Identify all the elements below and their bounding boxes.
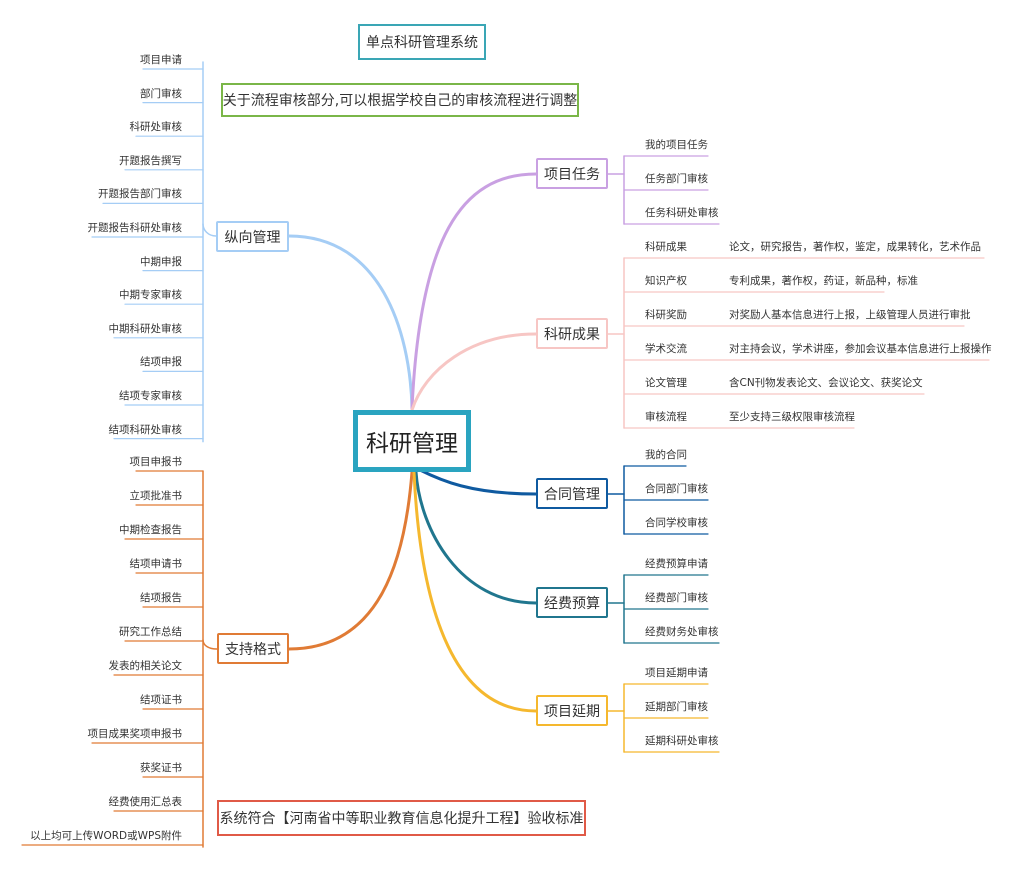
leaf-renwu-1: 任务部门审核 [645,173,708,185]
leaf-zhichi-3: 结项申请书 [129,558,183,570]
leaf-zongxiang-10: 结项专家审核 [119,390,182,402]
leaf-zongxiang-11: 结项科研处审核 [108,423,183,436]
leaf-chengguo-0: 科研成果 [645,241,687,253]
leaf-desc-chengguo-1: 专利成果，著作权，药证，新品种，标准 [729,275,918,287]
process-note: 关于流程审核部分,可以根据学校自己的审核流程进行调整 [221,83,579,117]
leaf-jingfei-1: 经费部门审核 [645,592,708,604]
leaf-zongxiang-1: 部门审核 [140,87,182,100]
leaf-yanqi-0: 项目延期申请 [645,667,708,679]
branch-hetong: 合同管理 [536,478,608,509]
leaf-renwu-0: 我的项目任务 [645,139,708,151]
branch-line-zhichi [287,470,414,651]
leaf-zhichi-1: 立项批准书 [129,490,183,502]
leaf-yanqi-2: 延期科研处审核 [645,735,719,747]
leaf-chengguo-1: 知识产权 [645,275,687,287]
branch-line-jingfei [414,470,538,605]
leaf-zongxiang-5: 开题报告科研处审核 [87,222,183,234]
leaf-zhichi-9: 获奖证书 [140,762,182,774]
branch-line-renwu [410,172,538,410]
leaf-desc-chengguo-3: 对主持会议，学术讲座，参加会议基本信息进行上报操作 [729,343,992,355]
leaf-zongxiang-4: 开题报告部门审核 [98,188,182,201]
branch-zongxiang: 纵向管理 [216,221,289,252]
leaf-zhichi-8: 项目成果奖项申报书 [87,728,183,740]
leaf-jingfei-2: 经费财务处审核 [645,626,719,638]
leaf-zhichi-5: 研究工作总结 [119,626,182,638]
branch-zhichi: 支持格式 [217,633,289,664]
branch-line-hetong [418,468,538,496]
branch-line-zongxiang [287,234,414,410]
branch-jingfei: 经费预算 [536,587,608,618]
leaf-zongxiang-3: 开题报告撰写 [119,154,182,167]
branch-chengguo: 科研成果 [536,318,608,349]
leaf-chengguo-3: 学术交流 [645,343,687,355]
leaf-zhichi-4: 结项报告 [140,592,182,604]
leaf-hetong-0: 我的合同 [645,449,687,461]
leaf-desc-chengguo-0: 论文，研究报告，著作权，鉴定，成果转化，艺术作品 [729,241,981,253]
leaf-zongxiang-7: 中期专家审核 [119,289,182,302]
leaf-hetong-2: 合同学校审核 [645,517,708,529]
leaf-zongxiang-6: 中期申报 [140,255,182,268]
leaf-desc-chengguo-5: 至少支持三级权限审核流程 [729,411,855,423]
leaf-zongxiang-2: 科研处审核 [129,121,183,134]
connector-zongxiang [202,223,217,237]
central-topic: 科研管理 [353,410,471,472]
leaf-renwu-2: 任务科研处审核 [645,207,719,219]
leaf-zhichi-11: 以上均可上传WORD或WPS附件 [30,830,182,842]
branch-line-chengguo [410,332,538,412]
leaf-jingfei-0: 经费预算申请 [645,558,708,570]
leaf-chengguo-4: 论文管理 [645,377,687,389]
branch-renwu: 项目任务 [536,158,608,189]
leaf-chengguo-5: 审核流程 [645,411,687,423]
standard-note: 系统符合【河南省中等职业教育信息化提升工程】验收标准 [217,800,586,836]
leaf-zhichi-0: 项目申报书 [129,456,183,468]
leaf-desc-chengguo-2: 对奖励人基本信息进行上报，上级管理人员进行审批 [729,309,971,321]
system-title: 单点科研管理系统 [358,24,486,60]
leaf-zongxiang-0: 项目申请 [140,54,182,66]
leaf-zhichi-10: 经费使用汇总表 [108,796,183,808]
connector-zhichi [202,639,218,650]
leaf-zongxiang-9: 结项申报 [140,356,182,369]
leaf-zhichi-6: 发表的相关论文 [108,660,183,672]
leaf-chengguo-2: 科研奖励 [645,309,687,321]
leaf-hetong-1: 合同部门审核 [645,483,708,495]
branch-yanqi: 项目延期 [536,695,608,726]
leaf-zhichi-2: 中期检查报告 [119,524,182,536]
leaf-desc-chengguo-4: 含CN刊物发表论文、会议论文、获奖论文 [729,377,923,389]
branch-line-yanqi [412,470,538,713]
leaf-zongxiang-8: 中期科研处审核 [108,322,183,335]
leaf-zhichi-7: 结项证书 [140,694,182,706]
leaf-yanqi-1: 延期部门审核 [645,701,708,713]
